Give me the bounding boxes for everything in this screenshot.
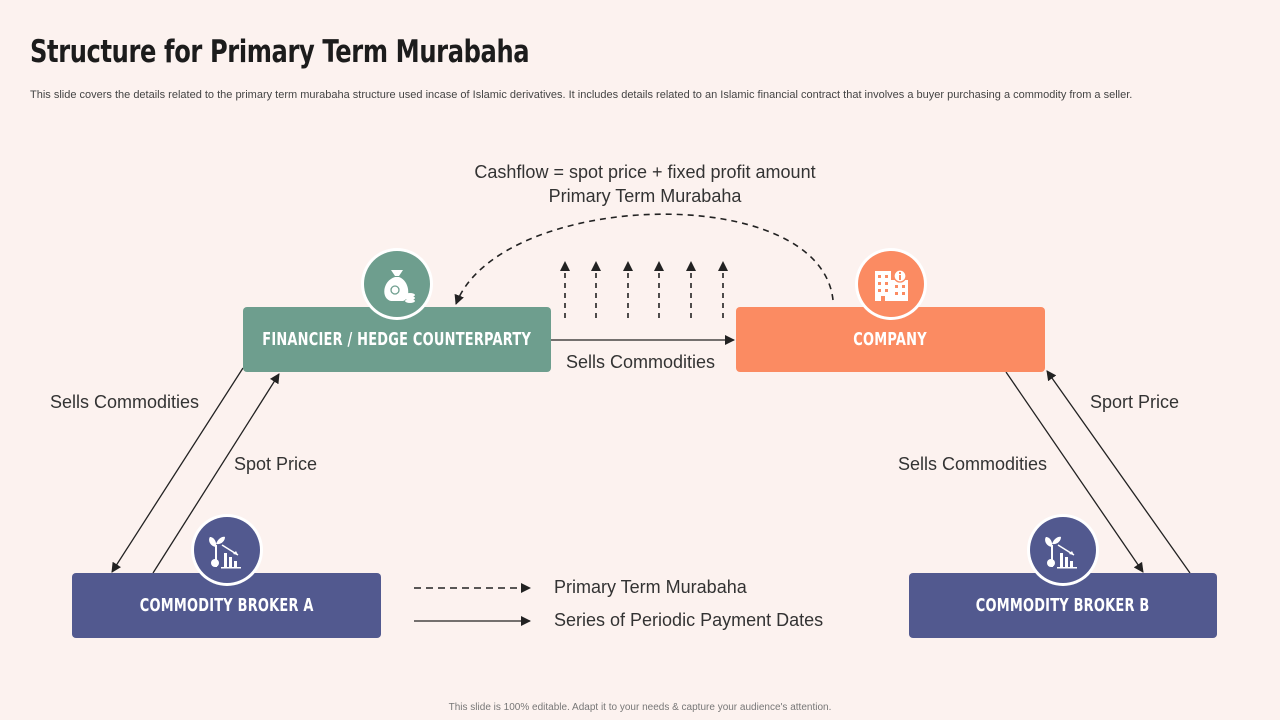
money-bag-icon [364, 251, 430, 317]
broker-a-to-fin-arrow [152, 373, 280, 574]
right-sells-label: Sells Commodities [898, 454, 1048, 474]
plant-chart-icon [194, 517, 260, 583]
cashflow-dashed-arc [454, 213, 834, 305]
office-building-icon [858, 251, 924, 317]
broker-b-to-company-arrow [1046, 370, 1191, 574]
right-spot-label: Sport Price [1090, 392, 1180, 412]
cashflow-subtitle: Primary Term Murabaha [548, 186, 742, 206]
fin-to-company-label: Sells Commodities [566, 352, 716, 372]
company-node: COMPANY [736, 307, 1045, 372]
broker-a-node-label: COMMODITY BROKER A [139, 595, 314, 616]
company-node-label: COMPANY [853, 329, 928, 350]
broker-b-node: COMMODITY BROKER B [909, 573, 1217, 638]
left-sells-label: Sells Commodities [50, 392, 200, 412]
legend-dashed-label: Primary Term Murabaha [554, 577, 747, 597]
left-spot-label: Spot Price [234, 454, 318, 474]
broker-b-node-label: COMMODITY BROKER B [976, 595, 1150, 616]
periodic-payment-dashed-arrows [560, 261, 728, 318]
cashflow-label: Cashflow = spot price + fixed profit amo… [445, 162, 845, 207]
financier-node: FINANCIER / HEDGE COUNTERPARTY [243, 307, 551, 372]
fin-to-broker-a-arrow [111, 367, 244, 573]
cashflow-formula: Cashflow = spot price + fixed profit amo… [474, 162, 816, 182]
page-subtitle: This slide covers the details related to… [30, 89, 1133, 101]
company-to-broker-b-arrow [1005, 371, 1144, 573]
plant-chart-icon [1030, 517, 1096, 583]
financier-node-label: FINANCIER / HEDGE COUNTERPARTY [262, 329, 532, 350]
broker-a-node: COMMODITY BROKER A [72, 573, 381, 638]
footer-note: This slide is 100% editable. Adapt it to… [448, 702, 832, 713]
page-title: Structure for Primary Term Murabaha [30, 34, 530, 70]
legend-solid-label: Series of Periodic Payment Dates [554, 610, 824, 630]
